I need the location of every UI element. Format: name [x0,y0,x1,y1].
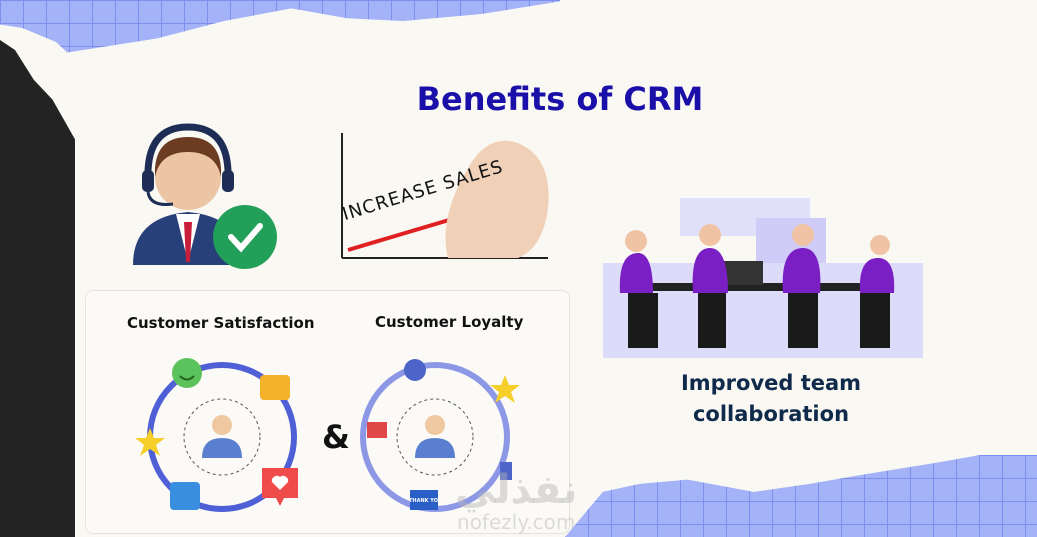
team-label-line1: Improved team [680,371,862,395]
dark-side-strip [0,40,75,537]
team-collaboration-illustration [603,198,923,358]
customer-loyalty-heading: Customer Loyalty [375,313,524,331]
support-agent-icon [133,123,277,269]
ampersand: & [322,418,350,456]
increase-sales-chart [341,133,549,259]
page-title: Benefits of CRM [416,80,704,118]
watermark-latin: nofezly.com [457,510,576,534]
customer-benefits-card [85,290,570,534]
loyalty-cycle-graphic [360,359,520,512]
torn-grid-paper-bottom [565,455,1037,537]
customer-satisfaction-heading: Customer Satisfaction [127,314,315,332]
torn-grid-paper-top [0,0,560,53]
team-label-line2: collaboration [692,402,850,426]
watermark: نفذلي nofezly.com [455,470,577,534]
thank-you-sign: THANK YOU [409,498,443,504]
watermark-arabic: نفذلي [455,467,578,513]
satisfaction-cycle-graphic [135,358,298,512]
team-collaboration-label: Improved team collaboration [650,368,892,430]
